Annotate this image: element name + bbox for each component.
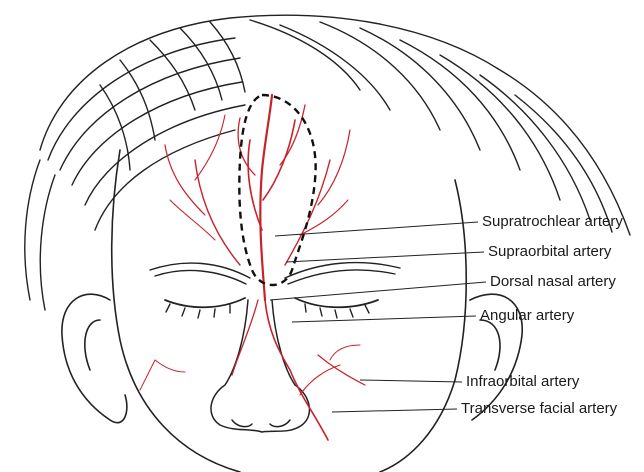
nose bbox=[211, 300, 310, 432]
hair-strands bbox=[25, 15, 630, 310]
face-outline bbox=[62, 150, 522, 472]
eyes-and-brows bbox=[150, 263, 400, 318]
label-angular-artery: Angular artery bbox=[480, 307, 574, 325]
artery-network bbox=[140, 95, 365, 440]
label-dorsal-nasal-artery: Dorsal nasal artery bbox=[490, 273, 616, 291]
label-supraorbital-artery: Supraorbital artery bbox=[488, 243, 611, 261]
label-infraorbital-artery: Infraorbital artery bbox=[466, 373, 579, 391]
label-supratrochlear-artery: Supratrochlear artery bbox=[482, 213, 623, 231]
label-transverse-facial-artery: Transverse facial artery bbox=[461, 400, 617, 418]
